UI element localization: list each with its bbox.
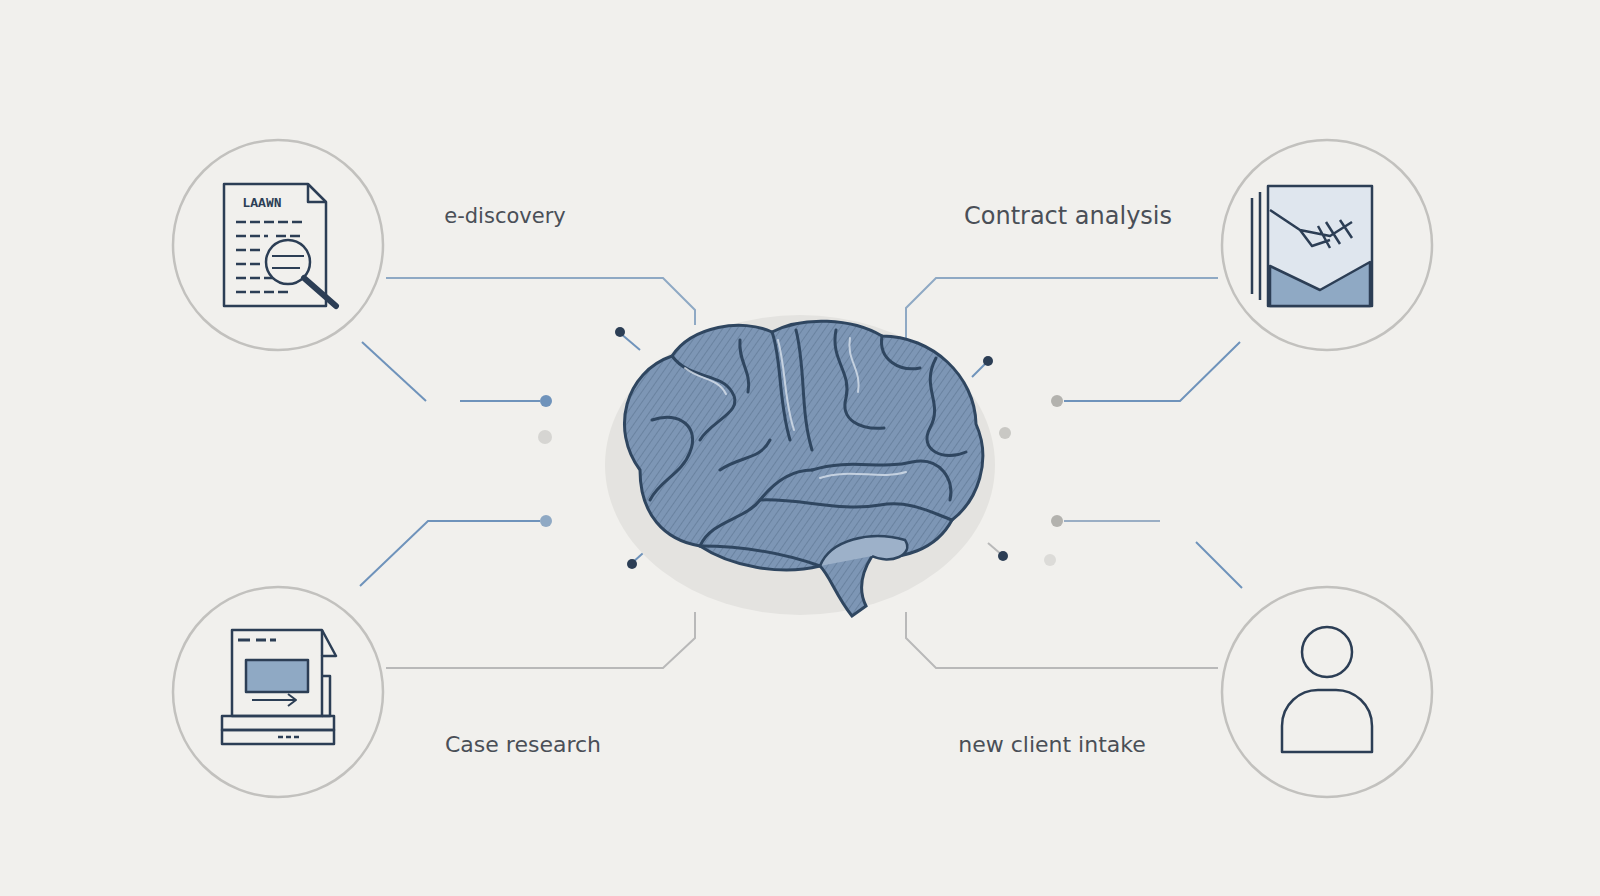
topic-circle: Contract analysis [1220, 138, 1434, 352]
topic-label: e-discovery [432, 200, 577, 232]
circle-ring [173, 587, 383, 797]
circle-ring [1222, 140, 1432, 350]
topic-label: Case research [433, 728, 613, 761]
topic-label: Contract analysis [952, 198, 1184, 234]
circle-ring [1222, 587, 1432, 797]
circle-ring [173, 140, 383, 350]
icon-text: LAAWN [242, 197, 281, 211]
circle-outline [171, 585, 385, 799]
topic-label: new client intake [946, 728, 1158, 761]
circle-icons [222, 184, 1372, 752]
circle-outline [1220, 138, 1434, 352]
topic-circle: new client intake [1220, 585, 1434, 799]
brain-illustration [605, 315, 995, 616]
topic-circle: e-discovery [171, 138, 385, 352]
circle-outline [1220, 585, 1434, 799]
circle-outline [171, 138, 385, 352]
topic-circle: Case research [171, 585, 385, 799]
